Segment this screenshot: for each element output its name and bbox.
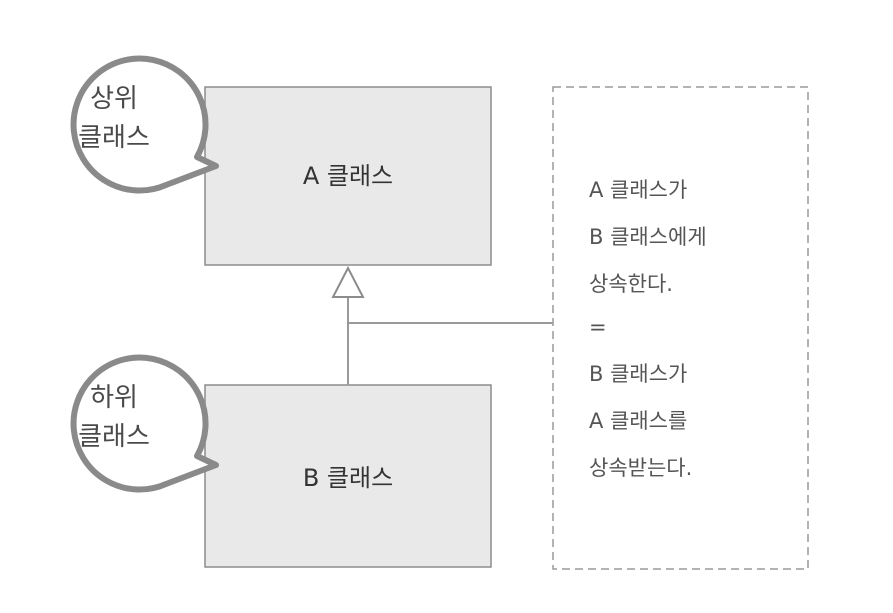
- note-line: =: [589, 315, 607, 339]
- superclass-box: [204, 86, 492, 266]
- note-line: A 클래스를: [589, 409, 687, 433]
- note-line: A 클래스가: [589, 178, 687, 202]
- superclass-callout-line: 상위: [90, 84, 138, 114]
- note-line: B 클래스에게: [589, 225, 707, 249]
- note-line: 상속받는다.: [589, 456, 692, 480]
- superclass-callout-bubble: [70, 55, 219, 194]
- subclass-box: [204, 384, 492, 568]
- superclass-callout-line: 클래스: [78, 123, 150, 153]
- subclass-callout-bubble: [70, 354, 219, 493]
- subclass-group: B 클래스: [204, 384, 492, 568]
- inheritance-triangle-icon: [331, 265, 365, 298]
- subclass-callout: 하위 클래스: [70, 354, 219, 493]
- note-line: 상속한다.: [589, 272, 673, 296]
- subclass-callout-line: 클래스: [78, 422, 150, 452]
- note-box: [552, 86, 809, 570]
- note-text-group: A 클래스가 B 클래스에게 상속한다. = B 클래스가 A 클래스를 상속받…: [589, 178, 707, 480]
- superclass-callout: 상위 클래스: [70, 55, 219, 194]
- inheritance-arrow: [331, 265, 365, 385]
- subclass-callout-line: 하위: [90, 383, 138, 413]
- superclass-label: A 클래스: [303, 162, 393, 190]
- subclass-label: B 클래스: [303, 464, 393, 492]
- superclass-group: A 클래스: [204, 86, 492, 266]
- note-line: B 클래스가: [589, 362, 687, 386]
